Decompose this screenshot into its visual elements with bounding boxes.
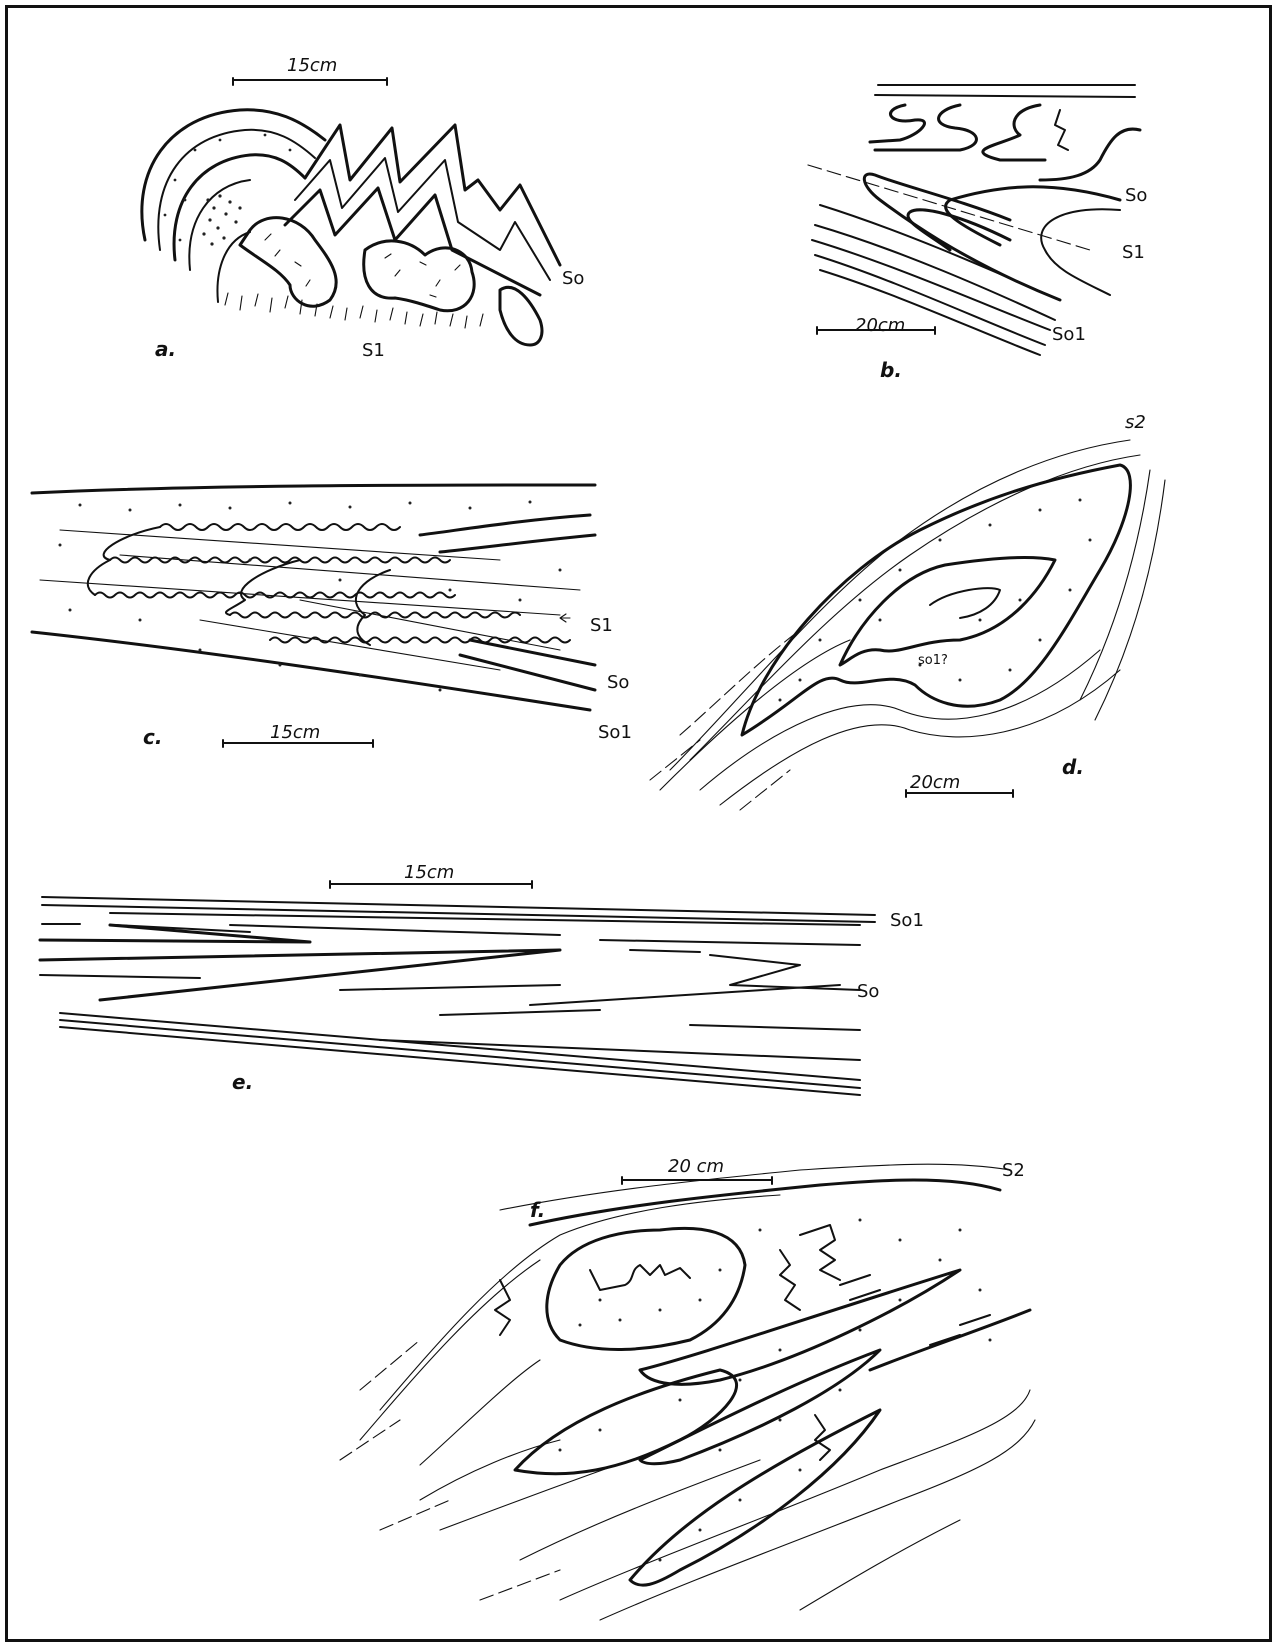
- panel-e-scale-label: 15cm: [404, 862, 454, 883]
- panel-c-s0-label: So: [607, 672, 629, 693]
- panel-c-s1-label: S1: [590, 615, 613, 636]
- panel-d-s01-label: so1?: [918, 653, 948, 668]
- panel-b-fold-1: [870, 105, 924, 142]
- panel-d-drawing: [650, 440, 1165, 810]
- panel-c-s01-label: So1: [598, 722, 632, 743]
- panel-f-lens-3: [515, 1370, 737, 1474]
- panel-d-letter: d.: [1062, 755, 1084, 779]
- panel-c-scale-label: 15cm: [270, 722, 320, 743]
- panel-f-crenulation-1: [590, 1265, 690, 1290]
- panel-a-clast-1: [240, 218, 336, 307]
- panel-a-clast-3: [500, 287, 542, 345]
- panel-e-drawing: [40, 881, 875, 1095]
- panel-f-lens-2: [640, 1270, 960, 1384]
- panel-e-bottom-line-1: [60, 1013, 860, 1080]
- panel-f-upper-boundary: [530, 1180, 1000, 1225]
- panel-d-inner-lens: [840, 558, 1055, 665]
- panel-a-zigzag-1: [305, 125, 560, 265]
- panel-d-s2-label: s2: [1125, 412, 1146, 433]
- panel-b-s1-label: S1: [1122, 242, 1145, 263]
- panel-c-top-boundary: [32, 485, 595, 493]
- panel-f-lens-1: [547, 1228, 745, 1349]
- panel-b-s01-label: So1: [1052, 324, 1086, 345]
- panel-c-drawing: [32, 485, 595, 747]
- panel-f-lens-5: [630, 1410, 880, 1585]
- panel-c-letter: c.: [143, 725, 162, 749]
- panel-e-fold-2: [40, 950, 560, 1000]
- panel-f-scale-label: 20 cm: [668, 1156, 724, 1177]
- panel-f-s2-label: S2: [1002, 1160, 1025, 1181]
- panel-c-bottom-boundary: [32, 632, 590, 710]
- panel-b-s0-label: So: [1125, 185, 1147, 206]
- panel-b-letter: b.: [880, 358, 902, 382]
- panel-a-scale-bar: [233, 78, 387, 85]
- panel-b-scale-label: 20cm: [855, 315, 905, 336]
- panel-c-s1-lines: [40, 530, 580, 670]
- panel-f-drawing: [340, 1164, 1035, 1620]
- panel-d-scale-label: 20cm: [910, 772, 960, 793]
- panel-b-s1-trace: [808, 165, 1090, 250]
- panel-a-s0-label: So: [562, 268, 584, 289]
- panel-a-drawing: [142, 78, 560, 345]
- panel-c-crenulation-1: [160, 524, 400, 530]
- panel-b-chevron-outer: [946, 187, 1120, 245]
- panel-a-s1-label: S1: [362, 340, 385, 361]
- panel-a-clast-2: [364, 241, 474, 311]
- panel-e-s0-label: So: [857, 981, 879, 1002]
- panel-a-scale-label: 15cm: [287, 55, 337, 76]
- panel-f-letter: f.: [530, 1198, 545, 1222]
- panel-a-stipple: [164, 134, 292, 246]
- panel-e-s01-label: So1: [890, 910, 924, 931]
- panel-e-top-line-1: [42, 897, 875, 915]
- panel-a-letter: a.: [155, 337, 176, 361]
- panel-b-chevron-inner: [864, 174, 1060, 300]
- panel-e-letter: e.: [232, 1070, 253, 1094]
